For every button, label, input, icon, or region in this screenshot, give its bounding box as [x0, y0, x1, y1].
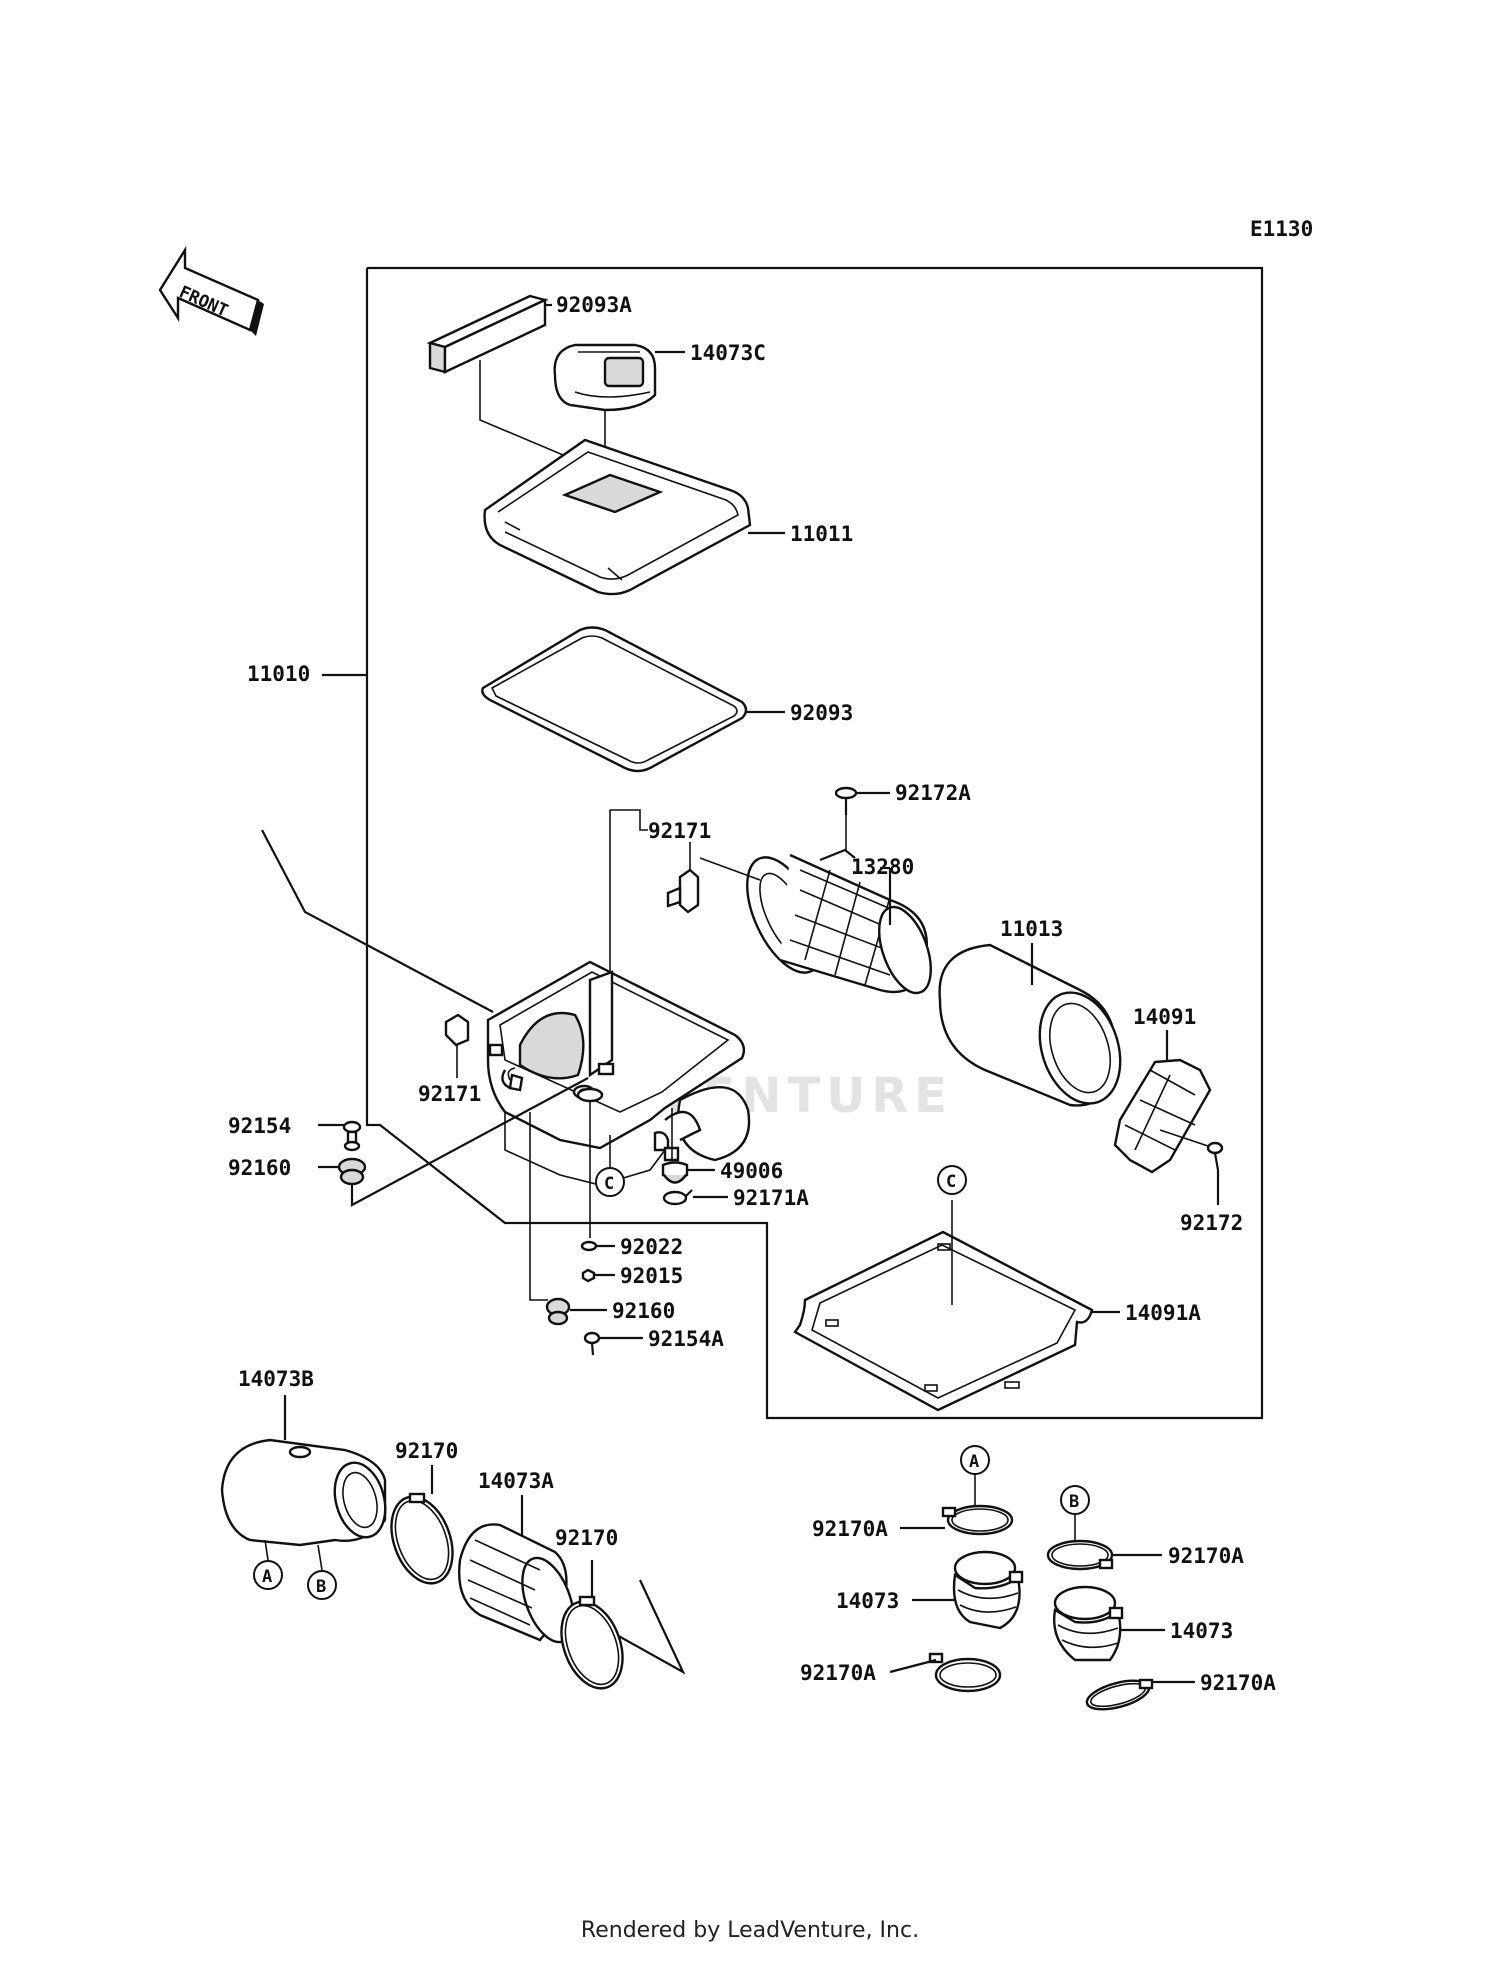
- clamp-92170A-3: [1046, 1539, 1114, 1571]
- label-11010: 11010: [247, 662, 310, 686]
- perspective-line-bottom: [589, 1579, 686, 1675]
- label-92170-2: 92170: [555, 1526, 618, 1550]
- label-92171A: 92171A: [733, 1186, 809, 1210]
- filter-cage-13280: [746, 848, 932, 995]
- gasket-plate-14091A: [793, 1230, 1094, 1412]
- diagram-code: E1130: [1250, 217, 1313, 241]
- label-92154A: 92154A: [648, 1327, 724, 1351]
- gasket-92093: [481, 626, 748, 773]
- perspective-line-left: [261, 829, 494, 1013]
- label-13280: 13280: [851, 855, 914, 879]
- label-92170-1: 92170: [395, 1439, 458, 1463]
- label-92160-b: 92160: [612, 1299, 675, 1323]
- label-92172A: 92172A: [895, 781, 971, 805]
- callout-b-duct-text: B: [316, 1577, 326, 1597]
- clamp-92170-1: [390, 1492, 454, 1585]
- screw-92172A: [834, 786, 858, 815]
- callout-a-duct-text: A: [262, 1567, 272, 1587]
- label-14073-1: 14073: [836, 1589, 899, 1613]
- label-14073C: 14073C: [690, 341, 766, 365]
- boot-14073-1: [952, 1550, 1024, 1630]
- duct-14073B: [220, 1438, 387, 1547]
- bolt-92154A: [583, 1331, 601, 1356]
- label-92172: 92172: [1180, 1211, 1243, 1235]
- sleeve-14073A: [458, 1523, 575, 1644]
- filter-plate-14091: [1113, 1058, 1212, 1174]
- airbox-body: [486, 960, 751, 1186]
- label-92022: 92022: [620, 1235, 683, 1259]
- grommet-92160: [337, 1157, 367, 1186]
- callout-c-gasket: [937, 1165, 967, 1195]
- screw-92172: [1206, 1141, 1224, 1171]
- callout-b-duct: [307, 1570, 337, 1600]
- label-14073A: 14073A: [478, 1469, 554, 1493]
- label-92171-top: 92171: [648, 819, 711, 843]
- label-92160: 92160: [228, 1156, 291, 1180]
- clip-92171-top: [666, 868, 700, 914]
- label-92170A-4: 92170A: [1200, 1671, 1276, 1695]
- clamp-92170A-4: [1085, 1678, 1154, 1711]
- label-14073B: 14073B: [238, 1367, 314, 1391]
- callout-a-duct: [253, 1560, 283, 1590]
- clamp-92170-2: [560, 1595, 624, 1690]
- label-92170A-1: 92170A: [812, 1517, 888, 1541]
- airbox-cover-11011: [483, 438, 752, 596]
- label-92015: 92015: [620, 1264, 683, 1288]
- duct-cap-14073C: [553, 343, 657, 412]
- clamp-92170A-2: [928, 1652, 1002, 1693]
- washer-92022: [580, 1240, 598, 1252]
- label-11011: 11011: [790, 522, 853, 546]
- cap-49006: [661, 1161, 689, 1184]
- grommet-92160-b: [545, 1297, 571, 1326]
- front-arrow-icon: FRONT: [158, 245, 264, 336]
- bolt-92154: [342, 1120, 362, 1152]
- nut-92015: [581, 1268, 596, 1283]
- label-92171-left: 92171: [418, 1082, 481, 1106]
- clip-92171-left: [444, 1013, 470, 1047]
- label-92170A-3: 92170A: [1168, 1544, 1244, 1568]
- boot-14073-2: [1053, 1585, 1124, 1662]
- filter-element-11013: [938, 943, 1122, 1107]
- label-14091: 14091: [1133, 1005, 1196, 1029]
- foam-strip-92093A: [426, 294, 549, 374]
- label-92093A: 92093A: [556, 293, 632, 317]
- callout-c-box: [595, 1167, 625, 1197]
- footer-credit: Rendered by LeadVenture, Inc.: [580, 1918, 920, 1943]
- label-92154: 92154: [228, 1114, 291, 1138]
- label-49006: 49006: [720, 1159, 783, 1183]
- assembly-bracket: [365, 266, 1264, 1420]
- label-11013: 11013: [1000, 917, 1063, 941]
- label-14073-2: 14073: [1170, 1619, 1233, 1643]
- label-92093: 92093: [790, 701, 853, 725]
- label-92170A-2: 92170A: [800, 1661, 876, 1685]
- clamp-92170A-1: [941, 1504, 1014, 1536]
- clip-92171A: [662, 1189, 693, 1206]
- label-14091A: 14091A: [1125, 1301, 1201, 1325]
- callout-b-right-text: B: [1069, 1492, 1079, 1512]
- callout-c-box-text: C: [604, 1174, 614, 1194]
- callout-a-right-text: A: [969, 1452, 979, 1472]
- callout-c-gasket-text: C: [946, 1172, 956, 1192]
